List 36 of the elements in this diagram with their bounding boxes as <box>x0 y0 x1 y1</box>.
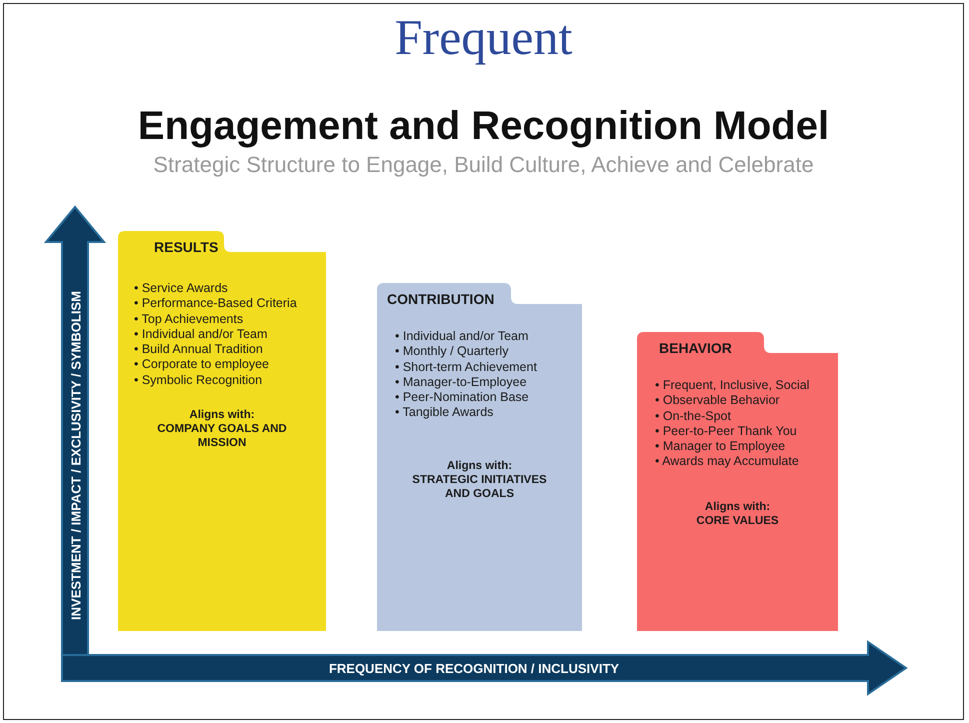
bullet-item: • Observable Behavior <box>655 393 781 409</box>
bullet-item: • Symbolic Recognition <box>134 372 264 388</box>
bullet-item: • Corporate to employee <box>134 357 270 373</box>
aligns-label: Aligns with: <box>188 408 256 422</box>
bullet-item: • Monthly / Quarterly <box>395 344 510 360</box>
aligns-label: Aligns with: <box>446 459 514 473</box>
folder-card <box>637 332 838 631</box>
bullet-item: • Individual and/or Team <box>395 329 530 344</box>
bullet-item: • Manager to Employee <box>655 439 786 454</box>
aligns-value: COMPANY GOALS AND MISSION <box>156 422 288 450</box>
subtitle: Strategic Structure to Engage, Build Culture, Achieve and Celebrate <box>152 152 815 178</box>
bullet-item: • Awards may Accumulate <box>655 454 800 470</box>
card-heading: BEHAVIOR <box>659 340 732 356</box>
title: Engagement and Recognition Model <box>136 104 830 149</box>
axis-label: FREQUENCY OF RECOGNITION / INCLUSIVITY <box>328 661 620 676</box>
folder-card <box>377 283 582 631</box>
aligns-value: STRATEGIC INITIATIVES AND GOALS <box>411 473 548 501</box>
bullet-item: • Performance-Based Criteria <box>134 296 297 312</box>
aligns-label: Aligns with: <box>704 500 772 514</box>
bullet-item: • Peer-Nomination Base <box>395 390 530 406</box>
bullet-item: • Short-term Achievement <box>395 360 537 375</box>
aligns-value: CORE VALUES <box>695 514 780 528</box>
bullet-item: • Top Achievements <box>134 312 244 327</box>
axis-label: INVESTMENT / IMPACT / EXCLUSIVITY / SYMBOLISM <box>68 290 84 622</box>
bullet-item: • Service Awards <box>134 281 229 296</box>
card-heading: CONTRIBUTION <box>387 291 494 307</box>
card-heading: RESULTS <box>154 239 218 255</box>
bullet-item: • Build Annual Tradition <box>134 342 264 358</box>
bullet-item: • On-the-Spot <box>655 408 732 424</box>
bullet-item: • Individual and/or Team <box>134 326 268 342</box>
bullet-item: • Tangible Awards <box>395 405 494 421</box>
bullet-item: • Frequent, Inclusive, Social <box>655 378 810 394</box>
folder-card <box>118 231 326 631</box>
bullet-item: • Manager-to-Employee <box>395 374 528 390</box>
header-text: Frequent <box>394 8 574 66</box>
bullet-item: • Peer-to-Peer Thank You <box>655 424 798 440</box>
